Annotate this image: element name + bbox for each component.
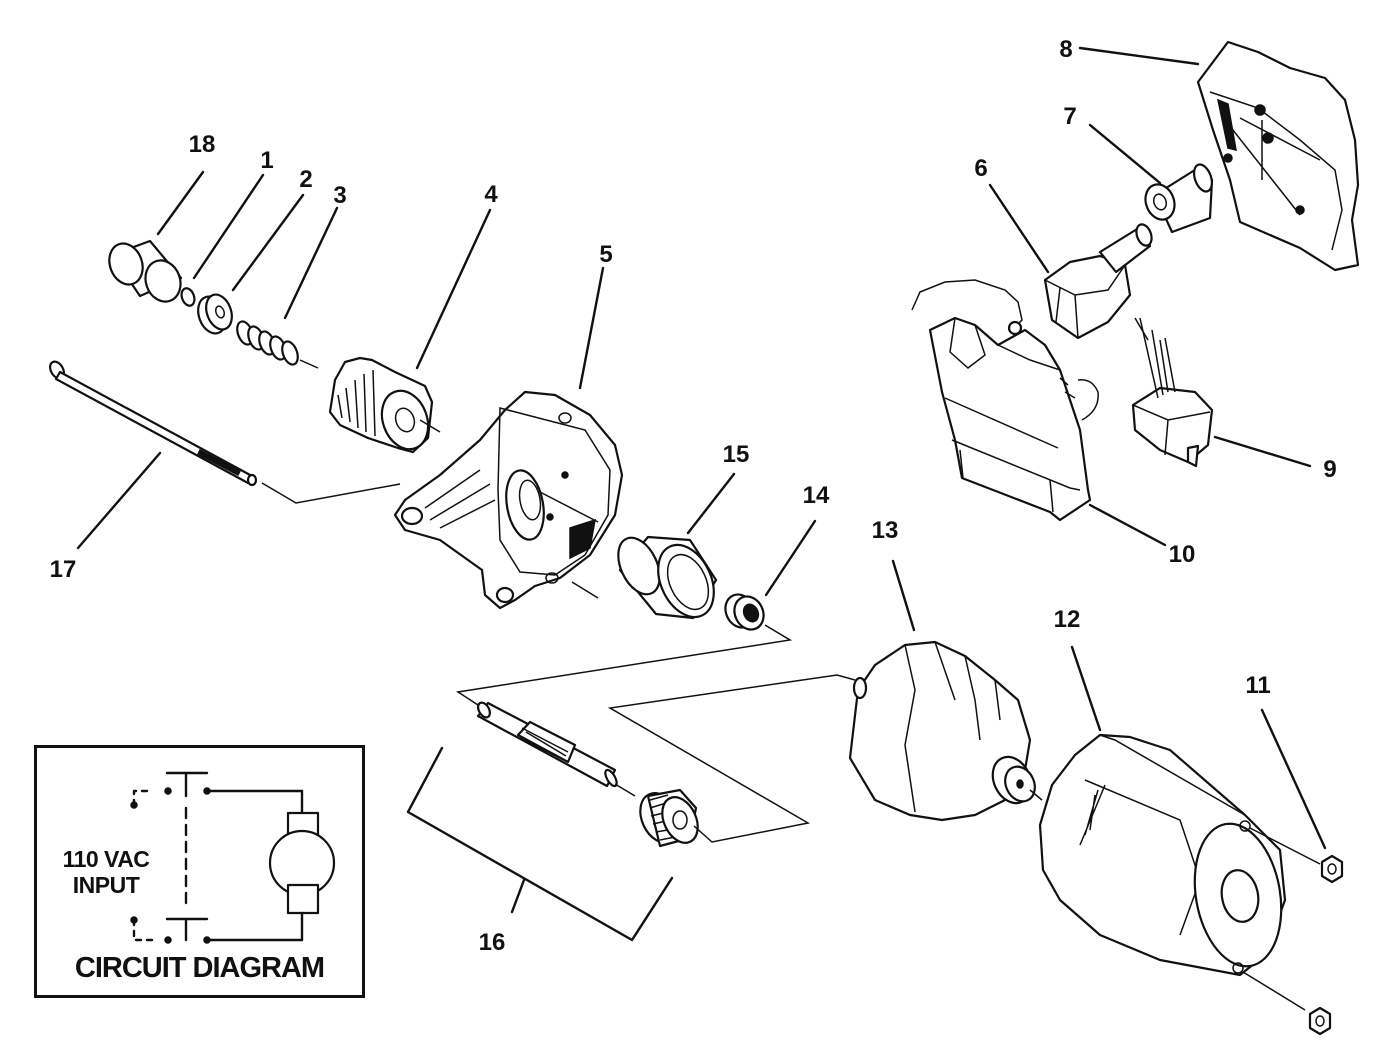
part-drive-shaft [406, 674, 856, 942]
part-spring [236, 320, 299, 366]
callout-15: 15 [723, 441, 750, 468]
part-brush-holder [1043, 223, 1153, 341]
part-cap [108, 239, 183, 303]
callout-8: 8 [1059, 36, 1072, 63]
callout-1: 1 [260, 147, 273, 174]
callout-18: 18 [189, 131, 216, 158]
callout-numbers: 18 1 2 3 4 5 6 7 8 9 10 11 12 13 14 15 1… [50, 36, 1337, 956]
part-sleeve [617, 535, 718, 620]
part-nut [1308, 854, 1344, 1036]
callout-11: 11 [1245, 672, 1270, 699]
callout-10: 10 [1169, 541, 1196, 568]
callout-14: 14 [803, 482, 830, 509]
part-motor-housing [1038, 733, 1321, 1011]
part-support-bracket [911, 279, 1099, 522]
callout-5: 5 [599, 241, 612, 268]
part-through-bolt [49, 360, 258, 487]
callout-4: 4 [484, 181, 498, 208]
circuit-title: CIRCUIT DIAGRAM [74, 952, 325, 984]
callout-6: 6 [974, 155, 987, 182]
part-retaining-ring [180, 287, 196, 307]
part-armature [848, 640, 1043, 822]
callout-2: 2 [299, 166, 312, 193]
circuit-schematic [130, 771, 336, 944]
part-cover [1196, 40, 1360, 272]
callout-16: 16 [479, 929, 506, 956]
callout-3: 3 [333, 182, 346, 209]
callout-12: 12 [1054, 606, 1081, 633]
leader-lines [76, 46, 1327, 914]
part-end-housing [393, 390, 624, 610]
part-switch [1131, 317, 1214, 468]
part-bearing [724, 593, 765, 631]
callout-13: 13 [872, 517, 899, 544]
callout-17: 17 [50, 556, 77, 583]
callout-7: 7 [1063, 103, 1076, 130]
callout-9: 9 [1323, 456, 1336, 483]
part-washer [197, 293, 233, 335]
part-bushing [1144, 163, 1214, 234]
part-fan [328, 356, 441, 454]
